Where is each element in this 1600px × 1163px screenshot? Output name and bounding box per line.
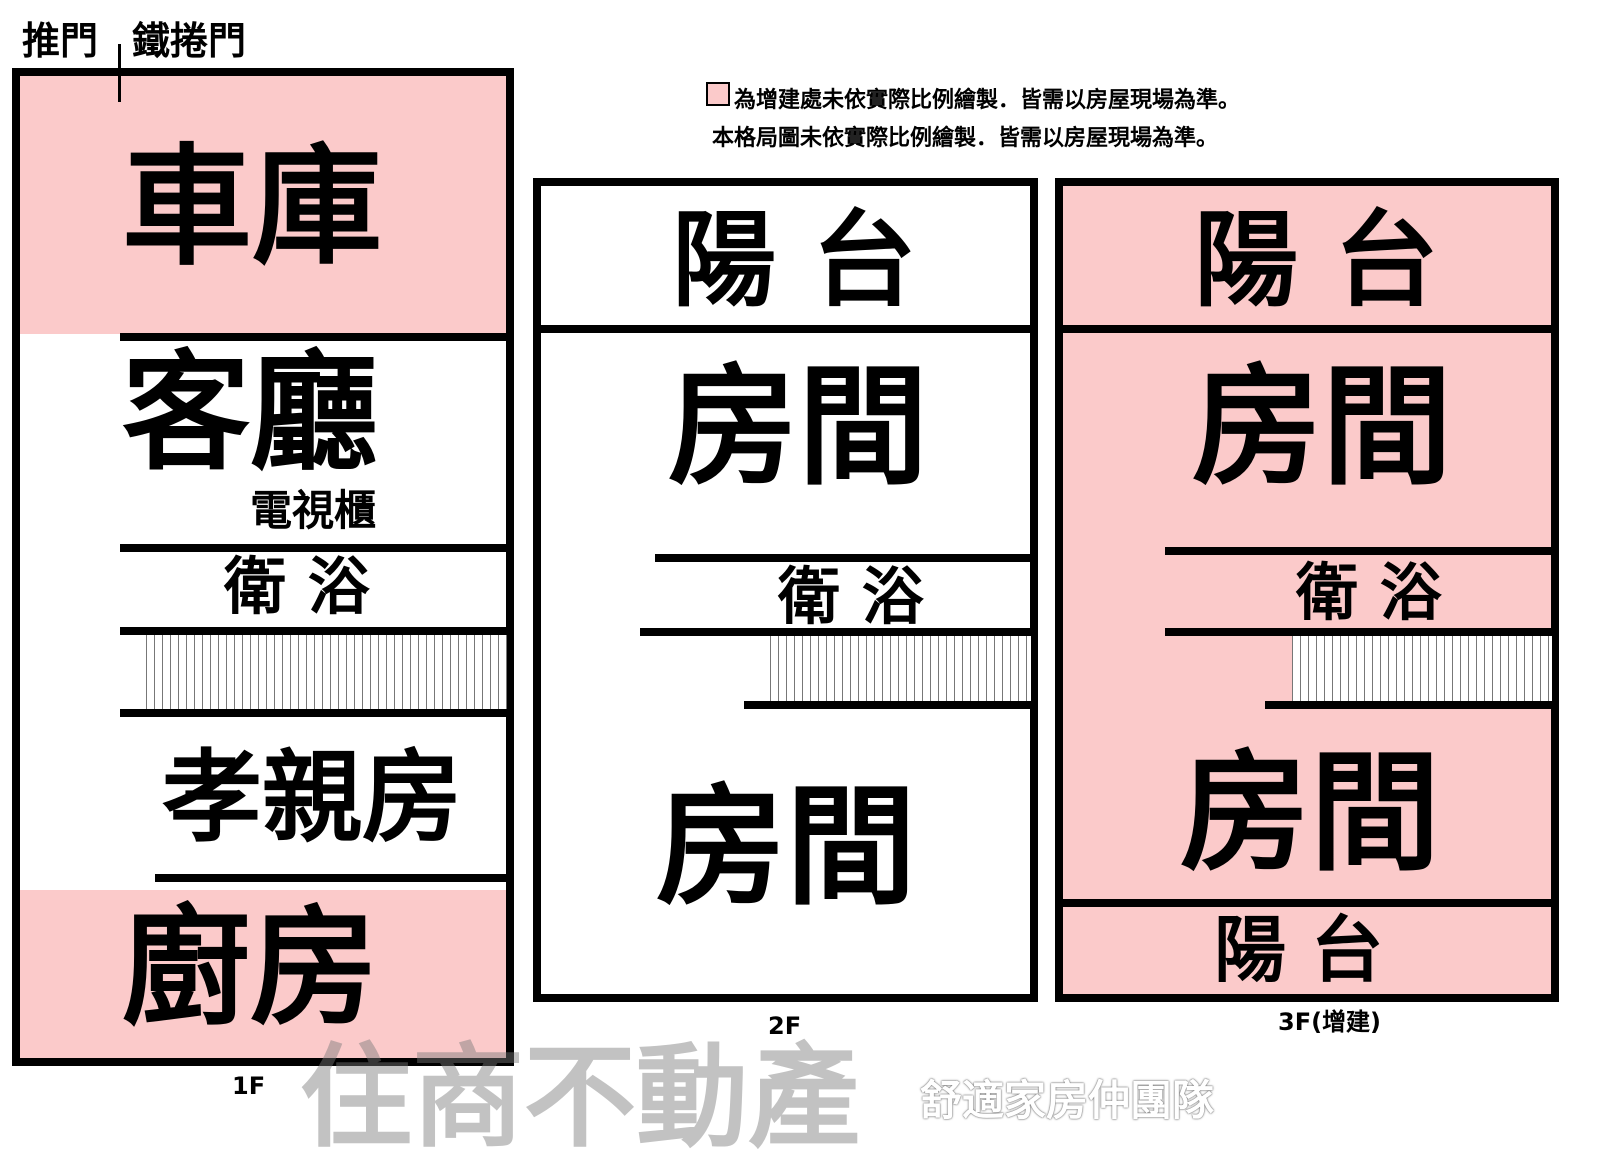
team-watermark: 舒適家房仲團隊: [920, 1076, 1215, 1125]
wall: [744, 701, 1033, 709]
wall: [1055, 899, 1555, 907]
wall: [1165, 547, 1555, 555]
kitchen-area: [20, 890, 506, 1058]
wall: [120, 627, 510, 635]
rolling-door-label: 鐵捲門: [132, 19, 247, 63]
wall: [155, 874, 510, 882]
room-bath-2f: 衛 浴: [778, 560, 924, 633]
push-door-label: 推門: [22, 19, 99, 63]
floor-3f-plan: [1055, 178, 1559, 1002]
staircase: [146, 635, 507, 709]
room-bedroom-3f-2: 房間: [1180, 737, 1441, 889]
staircase: [1292, 636, 1552, 702]
wall: [640, 628, 1033, 636]
room-balcony-2f: 陽 台: [672, 199, 917, 321]
room-bath-3f: 衛 浴: [1296, 556, 1442, 629]
room-balcony-3f-back: 陽 台: [1214, 908, 1384, 992]
wall: [533, 325, 1033, 333]
wall: [120, 709, 510, 717]
wall: [120, 333, 510, 341]
floor-label-2f: 2F: [768, 1012, 802, 1040]
wall: [1165, 628, 1555, 636]
room-bath-1f: 衛 浴: [224, 550, 370, 623]
room-kitchen: 廚房: [122, 894, 379, 1043]
room-bedroom-3f-1: 房間: [1192, 351, 1453, 503]
room-living: 客廳: [122, 339, 379, 488]
wall: [1265, 701, 1555, 709]
floor-2f-plan: [533, 178, 1038, 1002]
staircase: [770, 636, 1031, 702]
garage-area: [20, 76, 506, 334]
brand-watermark: 住商不動產: [300, 1033, 860, 1163]
wall: [655, 554, 1033, 562]
note-line-1: 為增建處未依實際比例繪製．皆需以房屋現場為準。: [734, 88, 1241, 113]
room-bedroom-2f-2: 房間: [656, 771, 917, 923]
wall: [120, 544, 510, 552]
legend-swatch: [706, 82, 730, 106]
door-divider: [118, 44, 121, 102]
room-garage: 車庫: [122, 131, 383, 283]
wall: [1055, 325, 1555, 333]
room-elder: 孝親房: [162, 739, 462, 856]
floor-1f-plan: [12, 68, 514, 1066]
room-bedroom-2f-1: 房間: [668, 351, 929, 503]
note-line-2: 本格局圖未依實際比例繪製．皆需以房屋現場為準。: [712, 126, 1219, 151]
room-balcony-3f-front: 陽 台: [1194, 199, 1439, 321]
floor-label-1f: 1F: [232, 1072, 266, 1100]
floor-label-3f: 3F(增建): [1278, 1008, 1382, 1036]
tv-cabinet-label: 電視櫃: [250, 486, 377, 535]
